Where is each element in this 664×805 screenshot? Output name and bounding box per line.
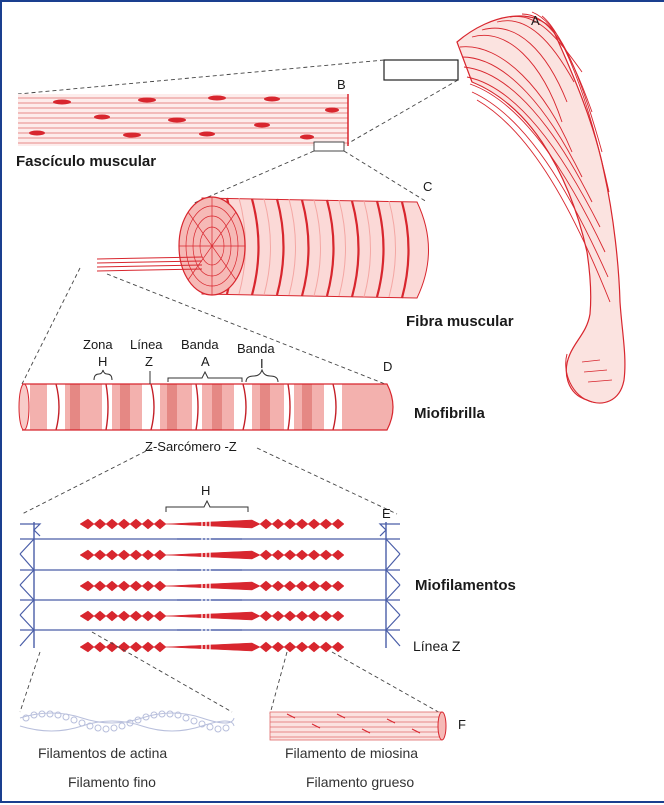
myofilaments-label: Miofilamentos [415,578,516,593]
zone-label: Zona [83,338,113,351]
fascicle-label: Fascículo muscular [16,154,156,169]
fascicle-illustration [18,94,348,151]
label-letter-f: F [458,718,466,731]
thin-filament-label: Filamento fino [68,775,156,789]
label-letter-c: C [423,180,432,193]
band-a-label: Banda [181,338,219,351]
actin-label: Filamentos de actina [38,746,167,760]
arm-illustration [457,16,625,403]
z-line-label: Línea Z [413,639,460,653]
band-i-letter: I [260,357,264,370]
label-letter-e: E [382,507,391,520]
fascicle-sample-box [314,142,344,151]
myofibril-illustration [19,384,402,430]
myofibril-label: Miofibrilla [414,406,485,421]
band-braces [94,370,278,384]
line-label: Línea [130,338,163,351]
label-letter-b: B [337,78,346,91]
zoom-lines-b-c [192,151,427,204]
myosin-label: Filamento de miosina [285,746,418,760]
label-letter-a: A [531,14,540,27]
thick-filament-label: Filamento grueso [306,775,414,789]
h-zone-label: H [201,484,210,497]
zoom-lines-d-e [22,448,397,514]
actin-filament-illustration [20,711,234,732]
muscle-fiber-label: Fibra muscular [406,314,514,329]
muscle-fiber-illustration [97,197,429,298]
sarcomere-label: Z-Sarcómero -Z [145,440,237,453]
myofilaments-illustration [20,501,400,654]
myosin-filament-illustration [270,712,446,740]
arm-sample-box [384,60,458,80]
h-zone-brace [166,501,248,512]
zone-h-letter: H [98,355,107,368]
band-a-letter: A [201,355,210,368]
label-letter-d: D [383,360,392,373]
band-i-label: Banda [237,342,275,355]
line-z-letter: Z [145,355,153,368]
